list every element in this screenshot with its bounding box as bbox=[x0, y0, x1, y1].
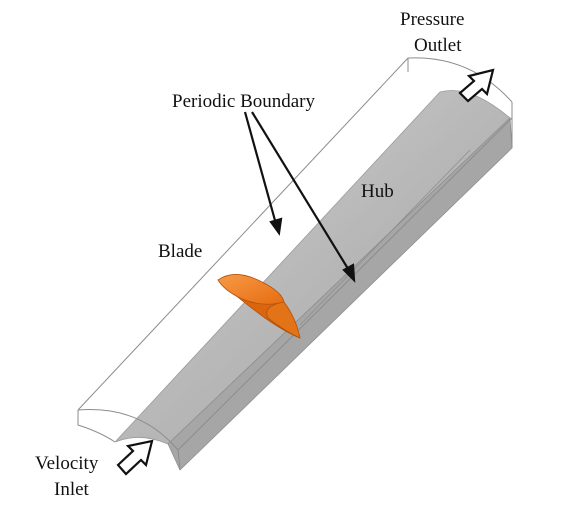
arrowhead-hub-side bbox=[342, 263, 356, 283]
domain-outline bbox=[77, 57, 513, 471]
domain-outline-left-wall bbox=[77, 410, 116, 443]
arrowhead-blade-side bbox=[269, 217, 283, 236]
arrow-to-blade-side bbox=[243, 111, 278, 225]
hub-surface bbox=[114, 90, 513, 471]
hub-right-side bbox=[167, 117, 513, 471]
domain-outline-left-edge bbox=[77, 57, 409, 411]
domain-outline-bottom-arc bbox=[77, 409, 179, 451]
label-blade: Blade bbox=[158, 241, 202, 262]
blade bbox=[217, 274, 301, 339]
label-pressure: Pressure bbox=[400, 9, 464, 30]
blade-side-face bbox=[266, 301, 301, 339]
domain-outline-near-edge bbox=[177, 117, 513, 451]
hub-seam-line bbox=[299, 149, 471, 326]
domain-outline-top-arc bbox=[407, 57, 513, 103]
inflow-arrow-icon bbox=[116, 439, 154, 476]
label-velocity: Velocity bbox=[35, 453, 99, 474]
domain-outline-front-edge bbox=[177, 449, 181, 471]
periodic-boundary-arrows bbox=[243, 111, 356, 283]
label-outlet: Outlet bbox=[414, 35, 462, 56]
label-hub: Hub bbox=[361, 181, 394, 202]
label-periodic-boundary: Periodic Boundary bbox=[172, 91, 316, 112]
arrow-to-hub-side bbox=[251, 111, 351, 273]
hub-body bbox=[114, 90, 511, 445]
outflow-arrow-icon bbox=[458, 68, 495, 103]
label-inlet: Inlet bbox=[54, 479, 90, 500]
